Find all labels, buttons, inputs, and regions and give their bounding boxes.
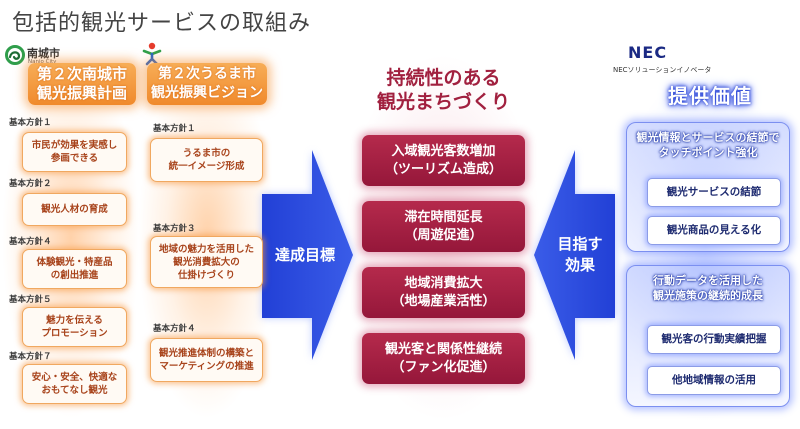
nanjo-policy-box: 市民が効果を実感し 参画できる — [22, 132, 127, 172]
goal-box: 観光客と関係性継続 （ファン化促進） — [362, 333, 525, 384]
policy-text: プロモーション — [41, 328, 108, 339]
nanjo-policy-label: 基本方針１ — [9, 118, 52, 128]
value-item: 観光サービスの結節 — [647, 178, 781, 207]
nanjo-city-logo: 南城市 Nanjo City — [4, 44, 74, 68]
policy-text: うるま市の — [182, 148, 231, 159]
nanjo-column-glow — [2, 58, 140, 418]
left-arrow-label-line: 目指す — [557, 235, 603, 253]
value-item: 観光商品の見える化 — [647, 216, 781, 245]
goal-title: 観光客と関係性継続 — [384, 341, 502, 357]
nanjo-city-sub: Nanjo City — [28, 59, 57, 65]
nanjo-city-logo-icon — [5, 45, 25, 65]
left-arrow-label: 目指す 効果 — [540, 234, 620, 276]
nec-logo: NEC — [628, 43, 668, 62]
uruma-plan-heading-line: 第２次うるま市 — [158, 66, 256, 82]
policy-text: マーケティングの推進 — [159, 361, 254, 372]
goal-subtitle: （周遊促進） — [404, 227, 483, 243]
policy-text: 仕掛けづくり — [177, 269, 235, 281]
policy-text: 市民が効果を実感し — [31, 140, 118, 151]
value-group-title-line: 行動データを活用した — [653, 274, 763, 287]
policy-text: 地域の魅力を活用した — [158, 243, 254, 255]
goal-box: 入域観光客数増加 （ツーリズム造成） — [362, 135, 525, 186]
center-heading-line: 持続性のある — [386, 67, 501, 89]
value-heading: 提供価値 — [668, 84, 752, 108]
nanjo-plan-heading-line: 観光振興計画 — [36, 84, 127, 102]
goal-box: 滞在時間延長 （周遊促進） — [362, 201, 525, 252]
value-group-title-line: タッチポイント強化 — [658, 146, 758, 159]
nanjo-policy-label: 基本方針４ — [9, 237, 52, 247]
right-arrow-label: 達成目標 — [262, 245, 348, 266]
policy-text: の創出推進 — [50, 270, 99, 281]
nanjo-policy-label: 基本方針５ — [9, 295, 52, 305]
policy-text: 体験観光・特産品 — [36, 257, 113, 268]
right-arrow-label-text: 達成目標 — [274, 246, 335, 264]
center-heading-line: 観光まちづくり — [376, 91, 510, 113]
goal-subtitle: （地場産業活性） — [391, 293, 496, 309]
center-heading: 持続性のある 観光まちづくり — [362, 66, 525, 114]
nanjo-plan-heading-line: 第２次南城市 — [36, 65, 127, 83]
nanjo-policy-box: 観光人材の育成 — [22, 193, 127, 226]
uruma-plan-heading-line: 観光振興ビジョン — [151, 85, 263, 101]
nec-company-name: NECソリューションイノベータ — [613, 66, 712, 74]
uruma-policy-label: 基本方針４ — [153, 324, 196, 334]
value-group-title-line: 観光情報とサービスの結節で — [636, 131, 780, 144]
nanjo-policy-box: 体験観光・特産品 の創出推進 — [22, 249, 127, 289]
value-group-title: 観光情報とサービスの結節で タッチポイント強化 — [627, 130, 789, 160]
goal-subtitle: （ツーリズム造成） — [384, 161, 502, 177]
goal-title: 入域観光客数増加 — [391, 143, 496, 159]
policy-text: 魅力を伝える — [46, 315, 103, 326]
uruma-plan-heading: 第２次うるま市 観光振興ビジョン — [147, 63, 267, 105]
goal-title: 滞在時間延長 — [404, 209, 483, 225]
uruma-policy-box: 地域の魅力を活用した 観光消費拡大の 仕掛けづくり — [150, 236, 263, 288]
nanjo-policy-box: 魅力を伝える プロモーション — [22, 307, 127, 347]
nanjo-policy-label: 基本方針２ — [9, 179, 52, 189]
policy-text: 統一イメージ形成 — [168, 161, 245, 172]
uruma-policy-box: 観光推進体制の構築と マーケティングの推進 — [150, 338, 263, 382]
value-item: 観光客の行動実績把握 — [647, 325, 781, 354]
nanjo-policy-label: 基本方針７ — [9, 352, 52, 362]
nec-column-glow — [612, 72, 798, 422]
uruma-policy-label: 基本方針１ — [153, 124, 196, 134]
policy-text: 観光推進体制の構築と — [158, 348, 254, 359]
nanjo-plan-heading: 第２次南城市 観光振興計画 — [28, 63, 136, 105]
policy-text: 観光消費拡大の — [173, 256, 240, 268]
policy-text: 観光人材の育成 — [41, 204, 108, 215]
value-item: 他地域情報の活用 — [647, 366, 781, 395]
goal-subtitle: （ファン化促進） — [391, 359, 496, 375]
uruma-policy-label: 基本方針３ — [153, 224, 196, 234]
left-arrow-label-line: 効果 — [564, 256, 595, 274]
value-group-title: 行動データを活用した 観光施策の継続的成長 — [627, 273, 789, 303]
page-title: 包括的観光サービスの取組み — [12, 11, 312, 36]
uruma-policy-box: うるま市の 統一イメージ形成 — [150, 138, 263, 182]
policy-text: 安心・安全、快適な — [31, 372, 118, 383]
nanjo-policy-box: 安心・安全、快適な おもてなし観光 — [22, 364, 127, 404]
nanjo-city-name: 南城市 — [27, 47, 60, 60]
policy-text: 参画できる — [50, 153, 99, 164]
value-group-title-line: 観光施策の継続的成長 — [653, 289, 763, 302]
policy-text: おもてなし観光 — [41, 385, 108, 396]
goal-title: 地域消費拡大 — [404, 275, 483, 291]
goal-box: 地域消費拡大 （地場産業活性） — [362, 267, 525, 318]
